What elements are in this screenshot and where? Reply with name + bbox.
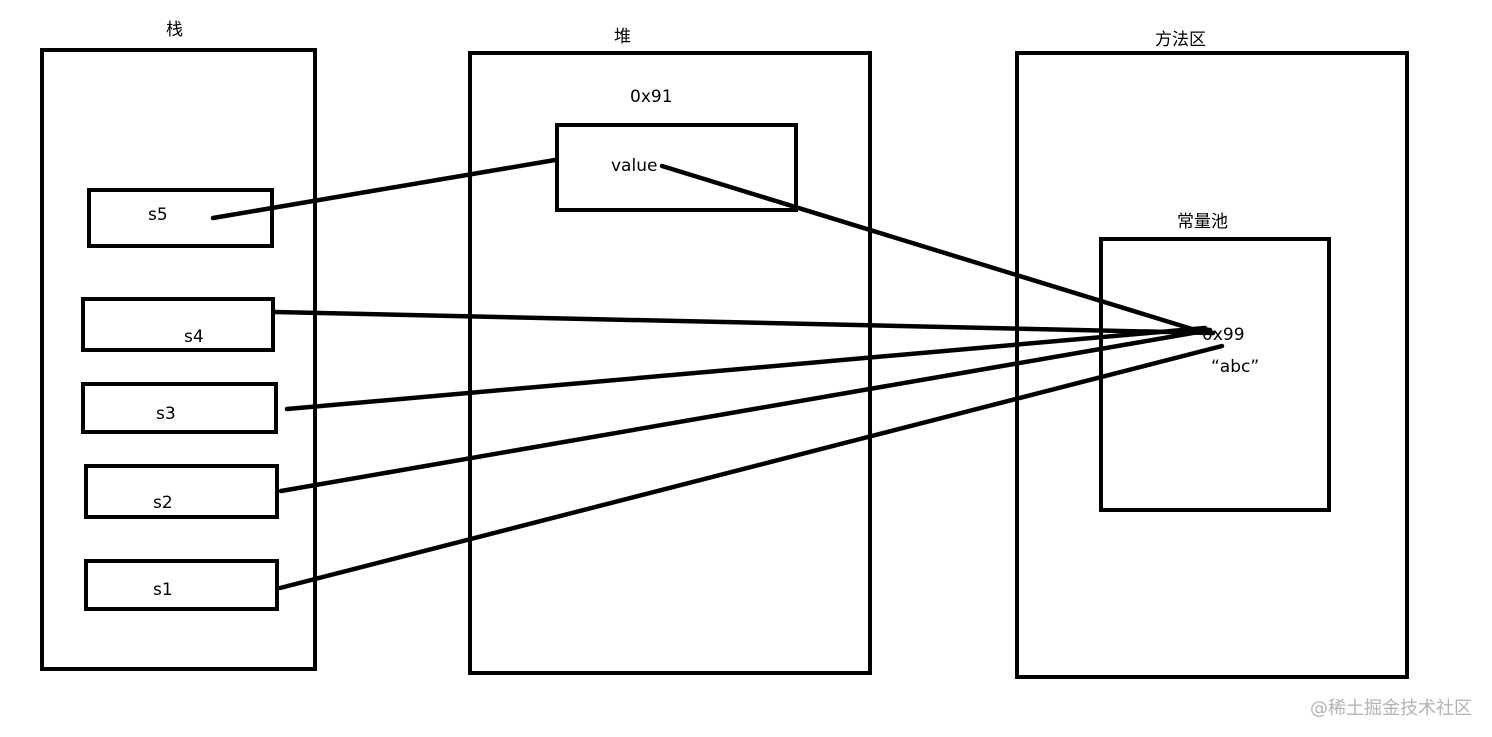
stack-region	[40, 48, 317, 671]
heap-region	[468, 51, 872, 675]
heap-object-address: 0x91	[630, 87, 673, 107]
reference-line-s2-to-constant	[278, 327, 1213, 494]
stack-var-box-s4	[81, 297, 275, 352]
stack-var-label-s3: s3	[156, 404, 176, 424]
heap-object-box	[555, 123, 798, 212]
stack-var-box-s1	[84, 559, 279, 611]
stack-title: 栈	[166, 20, 183, 40]
reference-line-s4-to-constant	[272, 309, 1216, 336]
constant-pool-box	[1099, 237, 1331, 512]
heap-title: 堆	[614, 27, 631, 47]
stack-var-box-s3	[81, 382, 278, 434]
stack-var-box-s5	[87, 188, 274, 248]
heap-object-field: value	[611, 156, 658, 176]
watermark-text: @稀土掘金技术社区	[1310, 698, 1472, 719]
constant-pool-title: 常量池	[1177, 212, 1228, 232]
method-area-title: 方法区	[1155, 30, 1206, 50]
constant-pool-string: “abc”	[1211, 357, 1260, 377]
reference-line-s5-to-heap-object	[210, 157, 558, 221]
stack-var-label-s5: s5	[148, 205, 168, 225]
reference-line-value-to-constant	[659, 163, 1208, 336]
reference-line-s1-to-constant	[277, 343, 1225, 591]
stack-var-box-s2	[84, 464, 279, 519]
reference-line-s3-to-constant	[284, 325, 1208, 412]
constant-pool-address: 0x99	[1202, 325, 1245, 345]
stack-var-label-s1: s1	[153, 580, 173, 600]
stack-var-label-s4: s4	[184, 327, 204, 347]
stack-var-label-s2: s2	[153, 493, 173, 513]
